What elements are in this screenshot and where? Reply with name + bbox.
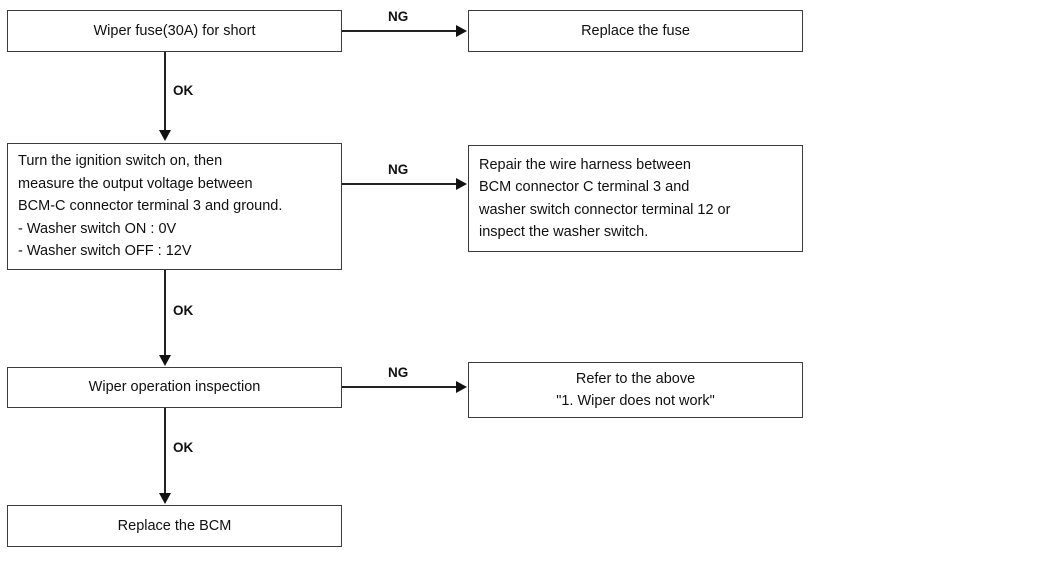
connector-ok-1 <box>164 52 166 132</box>
node-refer-above-line-1: Refer to the above <box>575 370 696 387</box>
arrowhead-ng-1 <box>456 25 467 37</box>
node-voltage-measure-line-1: Turn the ignition switch on, then <box>18 153 223 170</box>
node-repair-harness[interactable]: Repair the wire harness between BCM conn… <box>468 145 803 252</box>
edge-label-ng-1: NG <box>388 9 409 24</box>
node-replace-fuse-line-1: Replace the fuse <box>581 22 690 39</box>
connector-ok-3 <box>164 408 166 494</box>
node-replace-fuse[interactable]: Replace the fuse <box>468 10 803 52</box>
node-fuse-check-line-1: Wiper fuse(30A) for short <box>93 22 256 39</box>
arrowhead-ng-2 <box>456 178 467 190</box>
node-voltage-measure-line-2: measure the output voltage between <box>18 175 253 192</box>
arrowhead-ng-3 <box>456 381 467 393</box>
node-repair-harness-line-1: Repair the wire harness between <box>479 156 691 173</box>
edge-label-ng-2: NG <box>388 162 409 177</box>
node-replace-bcm-line-1: Replace the BCM <box>117 517 232 534</box>
arrowhead-ok-3 <box>159 493 171 504</box>
node-voltage-measure-line-5: - Washer switch OFF : 12V <box>18 243 192 260</box>
edge-label-ok-2: OK <box>173 303 194 318</box>
node-repair-harness-line-4: inspect the washer switch. <box>479 224 649 240</box>
edge-label-ok-1: OK <box>173 83 194 98</box>
node-repair-harness-line-3: washer switch connector terminal 12 or <box>479 201 731 218</box>
connector-ng-2 <box>342 183 458 185</box>
node-refer-above-line-2: "1. Wiper does not work" <box>556 393 715 409</box>
node-wiper-operation[interactable]: Wiper operation inspection <box>7 367 342 408</box>
node-wiper-operation-line-1: Wiper operation inspection <box>88 379 261 396</box>
connector-ng-3 <box>342 386 458 388</box>
node-voltage-measure[interactable]: Turn the ignition switch on, then measur… <box>7 143 342 270</box>
node-replace-bcm[interactable]: Replace the BCM <box>7 505 342 547</box>
connector-ng-1 <box>342 30 458 32</box>
node-fuse-check[interactable]: Wiper fuse(30A) for short <box>7 10 342 52</box>
node-repair-harness-line-2: BCM connector C terminal 3 and <box>479 179 690 195</box>
node-voltage-measure-line-3: BCM-C connector terminal 3 and ground. <box>18 198 283 215</box>
arrowhead-ok-1 <box>159 130 171 141</box>
node-voltage-measure-line-4: - Washer switch ON : 0V <box>18 220 177 237</box>
edge-label-ng-3: NG <box>388 365 409 380</box>
edge-label-ok-3: OK <box>173 440 194 455</box>
connector-ok-2 <box>164 270 166 356</box>
arrowhead-ok-2 <box>159 355 171 366</box>
node-refer-above[interactable]: Refer to the above "1. Wiper does not wo… <box>468 362 803 418</box>
